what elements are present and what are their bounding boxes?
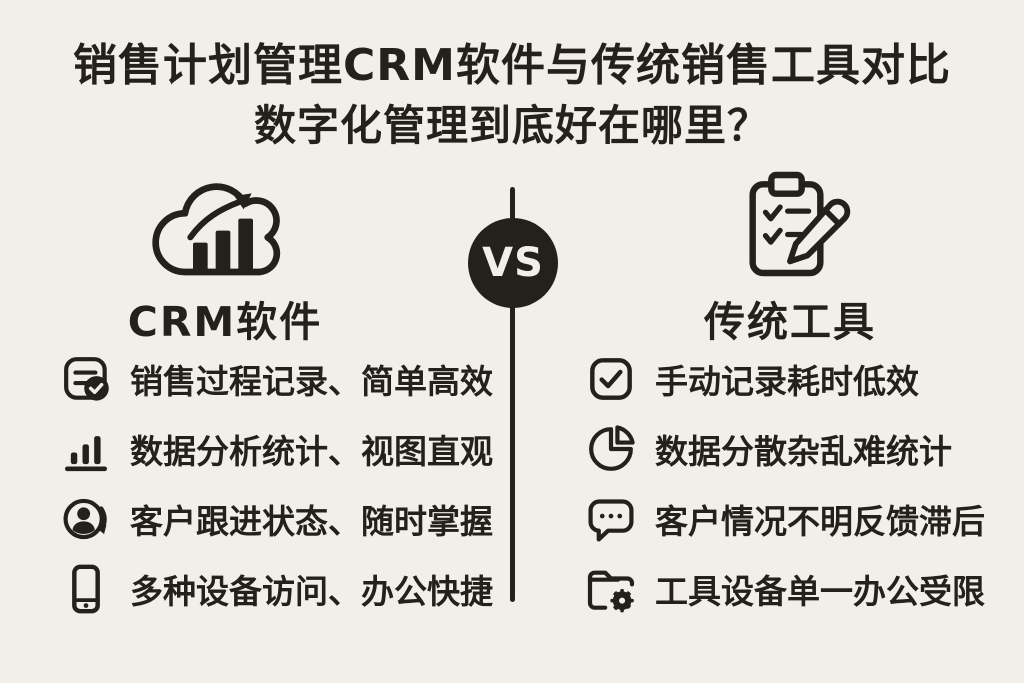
list-item: 数据分析统计、视图直观 [58,414,493,484]
pie-chart-icon [583,421,639,477]
checkbox-icon [583,351,639,407]
crm-column-heading: CRM软件 [127,298,323,346]
crm-benefit-list: 销售过程记录、简单高效 数据分析统计、视图直观 [58,344,493,624]
note-check-icon [58,351,114,407]
drawback-text: 客户情况不明反馈滞后 [655,502,985,541]
cloud-growth-icon [65,168,385,280]
benefit-text: 客户跟进状态、随时掌握 [130,502,493,541]
vs-badge: VS [468,218,558,308]
bar-chart-icon [58,421,114,477]
list-item: 数据分散杂乱难统计 [583,414,985,484]
title-line-1: 销售计划管理CRM软件与传统销售工具对比 [73,40,951,91]
crm-column-header: CRM软件 [65,168,385,348]
chat-bubble-icon [583,491,639,547]
folder-gear-icon [583,561,639,617]
list-item: 客户情况不明反馈滞后 [583,484,985,554]
list-item: 手动记录耗时低效 [583,344,985,414]
list-item: 多种设备访问、办公快捷 [58,554,493,624]
clipboard-pencil-icon [630,168,950,280]
smartphone-icon [58,561,114,617]
customer-follow-icon [58,491,114,547]
title-line-2: 数字化管理到底好在哪里？ [253,100,770,150]
traditional-column-header: 传统工具 [630,168,950,348]
list-item: 工具设备单一办公受限 [583,554,985,624]
benefit-text: 销售过程记录、简单高效 [130,362,493,401]
drawback-text: 手动记录耗时低效 [655,362,919,401]
list-item: 客户跟进状态、随时掌握 [58,484,493,554]
benefit-text: 数据分析统计、视图直观 [130,432,493,471]
traditional-column-heading: 传统工具 [704,298,876,346]
benefit-text: 多种设备访问、办公快捷 [130,572,493,611]
traditional-drawback-list: 手动记录耗时低效 数据分散杂乱难统计 客户情况不明反馈滞后 [583,344,985,624]
drawback-text: 工具设备单一办公受限 [655,572,985,611]
list-item: 销售过程记录、简单高效 [58,344,493,414]
page-title: 销售计划管理CRM软件与传统销售工具对比 数字化管理到底好在哪里？ [0,36,1024,155]
divider-line [510,187,515,602]
drawback-text: 数据分散杂乱难统计 [655,432,952,471]
